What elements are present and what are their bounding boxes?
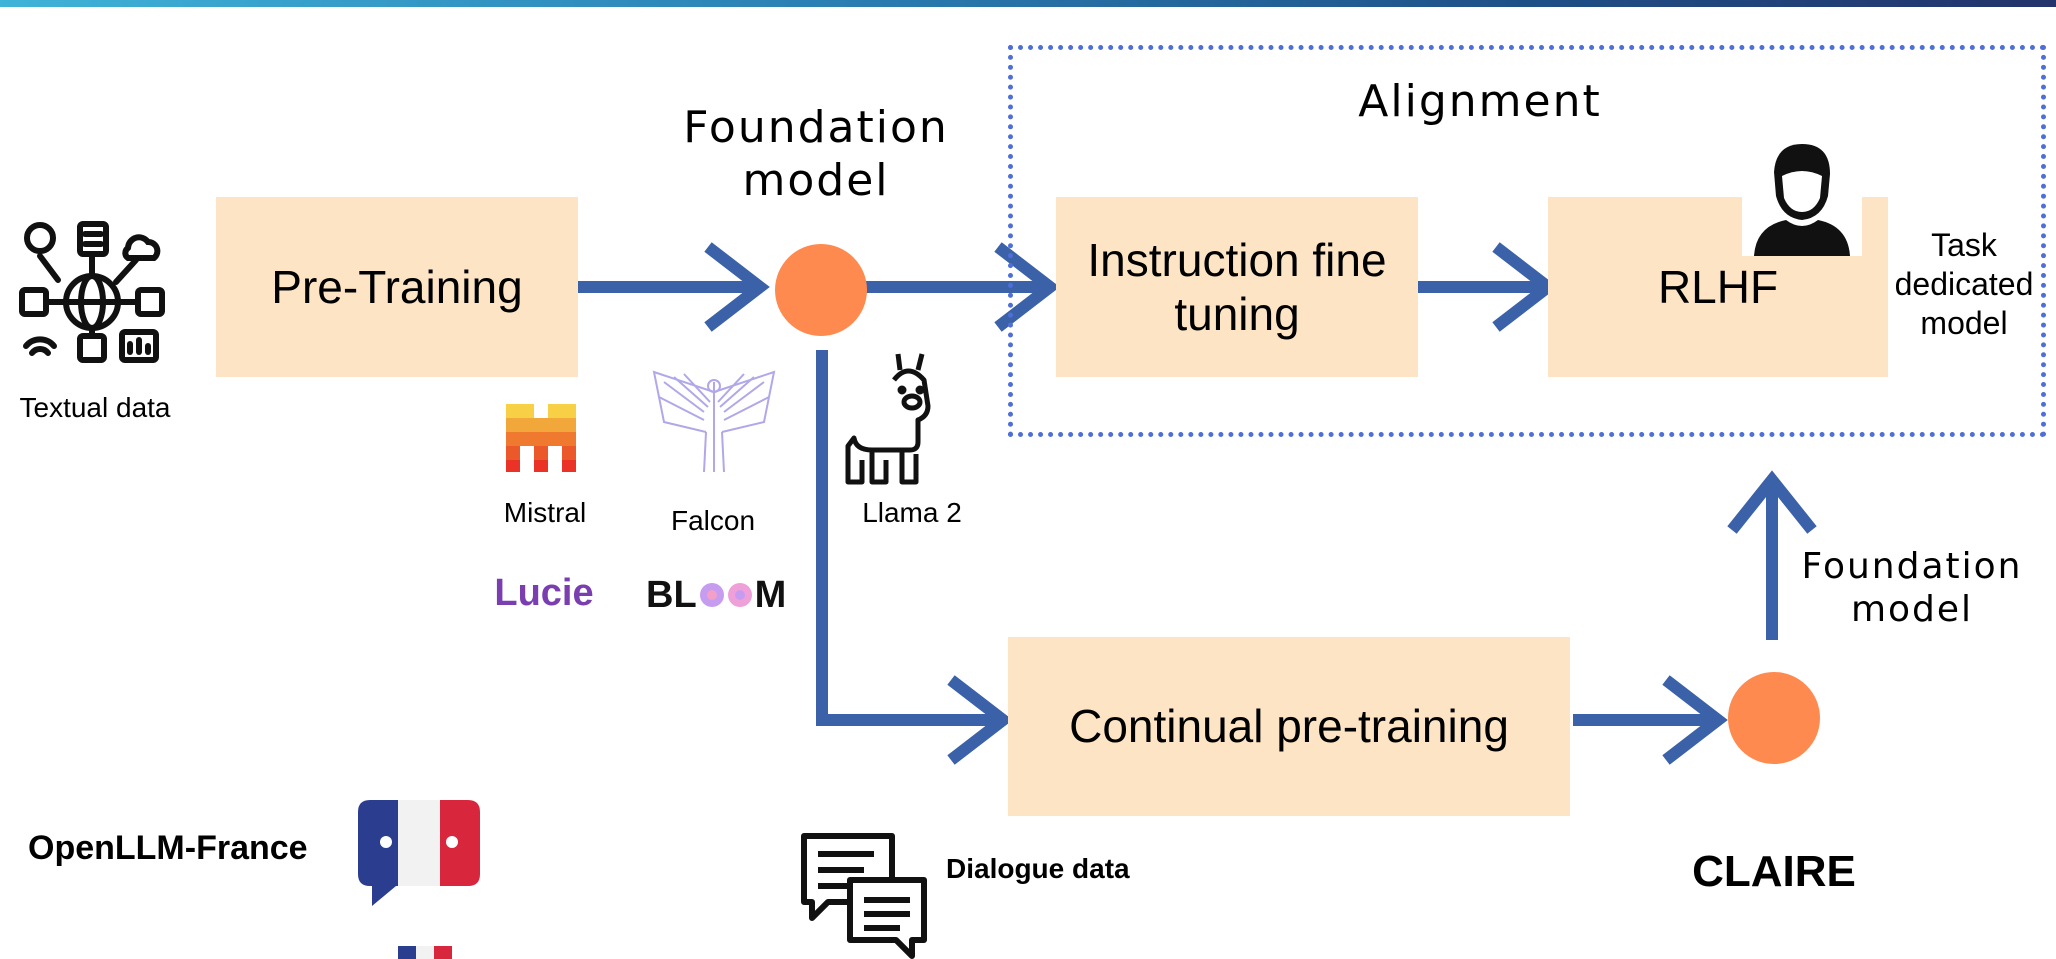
dialogue-icon bbox=[801, 833, 927, 959]
instruction-box: Instruction fine tuning bbox=[1056, 197, 1418, 377]
instruction-label: Instruction fine tuning bbox=[1087, 233, 1387, 340]
dialogue-label: Dialogue data bbox=[946, 853, 1130, 884]
arrow-foundation-to-continual bbox=[816, 350, 1003, 726]
falcon-logo bbox=[652, 370, 776, 473]
alignment-frame bbox=[1008, 45, 2046, 437]
bloom-logo: BL M bbox=[646, 573, 787, 616]
arrowhead-4 bbox=[947, 675, 1013, 765]
lucie-logo: Lucie bbox=[494, 572, 594, 614]
alignment-label: Alignment bbox=[1358, 76, 1602, 127]
pretraining-box: Pre-Training bbox=[216, 197, 578, 377]
mistral-logo bbox=[506, 404, 576, 472]
foundation-model-top-label: Foundation model bbox=[683, 102, 949, 206]
textual-data-icon bbox=[19, 221, 165, 363]
arrowhead-5 bbox=[1662, 675, 1728, 765]
bloom-flower-icon bbox=[699, 583, 752, 607]
continual-box: Continual pre-training bbox=[1008, 637, 1570, 816]
rlhf-label: RLHF bbox=[1657, 260, 1779, 313]
mistral-label: Mistral bbox=[503, 497, 587, 528]
foundation-model-dot bbox=[775, 244, 867, 336]
france-flag-chat-icon bbox=[358, 800, 480, 906]
arrowhead-1 bbox=[704, 242, 770, 332]
falcon-label: Falcon bbox=[670, 505, 756, 536]
arrowhead-2 bbox=[994, 242, 1060, 332]
textual-data-label: Textual data bbox=[19, 392, 171, 423]
foundation-model-right-label: Foundation model bbox=[1801, 546, 2023, 631]
openllm-label: OpenLLM-France bbox=[28, 829, 308, 867]
pretraining-label: Pre-Training bbox=[271, 260, 523, 313]
arrowhead-6 bbox=[1727, 470, 1817, 534]
claire-dot bbox=[1728, 672, 1820, 764]
continual-label: Continual pre-training bbox=[1069, 700, 1509, 753]
top-accent-bar bbox=[0, 0, 2056, 7]
user-icon bbox=[1742, 136, 1862, 256]
llama-logo bbox=[845, 353, 931, 485]
partial-flag-icon bbox=[398, 946, 452, 959]
claire-label: CLAIRE bbox=[1692, 847, 1856, 896]
llama-label: Llama 2 bbox=[862, 497, 962, 528]
task-model-label: Task dedicated model bbox=[1894, 227, 2034, 342]
